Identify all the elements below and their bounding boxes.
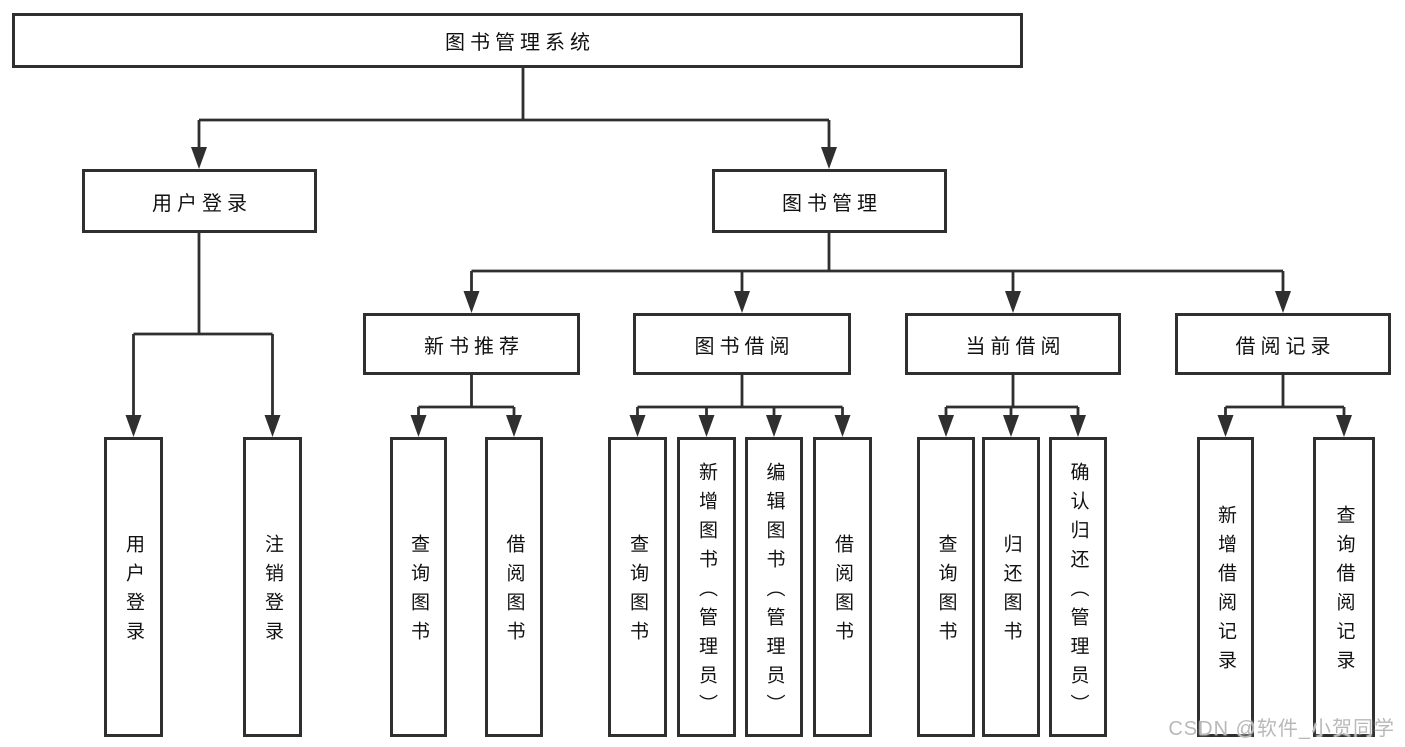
node-new-book-recommend: 新书推荐 bbox=[363, 313, 580, 375]
node-book-borrow: 图书借阅 bbox=[633, 313, 851, 375]
node-user-login: 用户登录 bbox=[82, 169, 317, 233]
node-borrow-records: 借阅记录 bbox=[1175, 313, 1391, 375]
node-book-management: 图书管理 bbox=[712, 169, 947, 233]
watermark: CSDN @软件_小贺同学 bbox=[1168, 718, 1395, 740]
leaf-logout-login: 注销登录 bbox=[243, 437, 302, 737]
node-root: 图书管理系统 bbox=[12, 13, 1023, 68]
node-current-borrow: 当前借阅 bbox=[905, 313, 1121, 375]
leaf-query-books-borrow: 查询图书 bbox=[608, 437, 667, 737]
leaf-borrow-books-newbooks: 借阅图书 bbox=[485, 437, 543, 737]
leaf-query-books-current: 查询图书 bbox=[917, 437, 975, 737]
leaf-query-books-newbooks: 查询图书 bbox=[390, 437, 447, 737]
leaf-confirm-return-admin: 确认归还（管理员） bbox=[1049, 437, 1107, 737]
leaf-query-borrow-record: 查询借阅记录 bbox=[1313, 437, 1375, 737]
leaf-user-login: 用户登录 bbox=[104, 437, 163, 737]
leaf-borrow-books-borrow: 借阅图书 bbox=[813, 437, 872, 737]
leaf-add-borrow-record: 新增借阅记录 bbox=[1197, 437, 1254, 737]
leaf-edit-book-admin: 编辑图书（管理员） bbox=[745, 437, 803, 737]
leaf-add-book-admin: 新增图书（管理员） bbox=[677, 437, 736, 737]
leaf-return-books: 归还图书 bbox=[982, 437, 1040, 737]
